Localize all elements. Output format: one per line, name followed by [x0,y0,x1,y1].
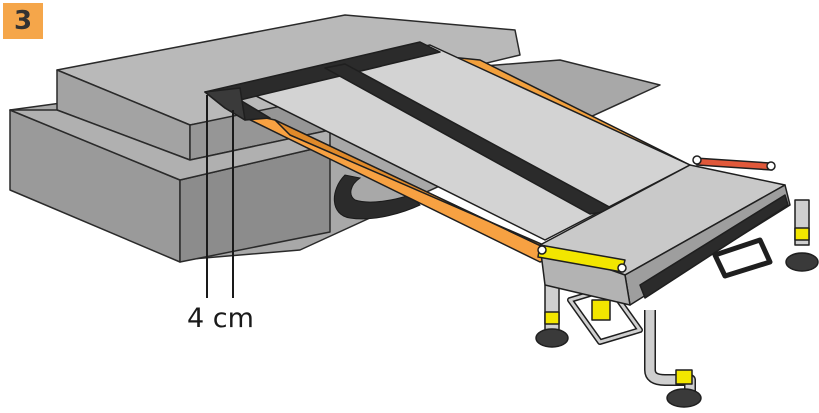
measurement-lines [206,95,234,298]
step-number-badge: 3 [3,3,43,39]
measurement-label: 4 cm [187,303,254,334]
strap-loop [333,174,421,220]
ramp-stand [535,155,819,408]
transfer-ramp [204,41,691,263]
